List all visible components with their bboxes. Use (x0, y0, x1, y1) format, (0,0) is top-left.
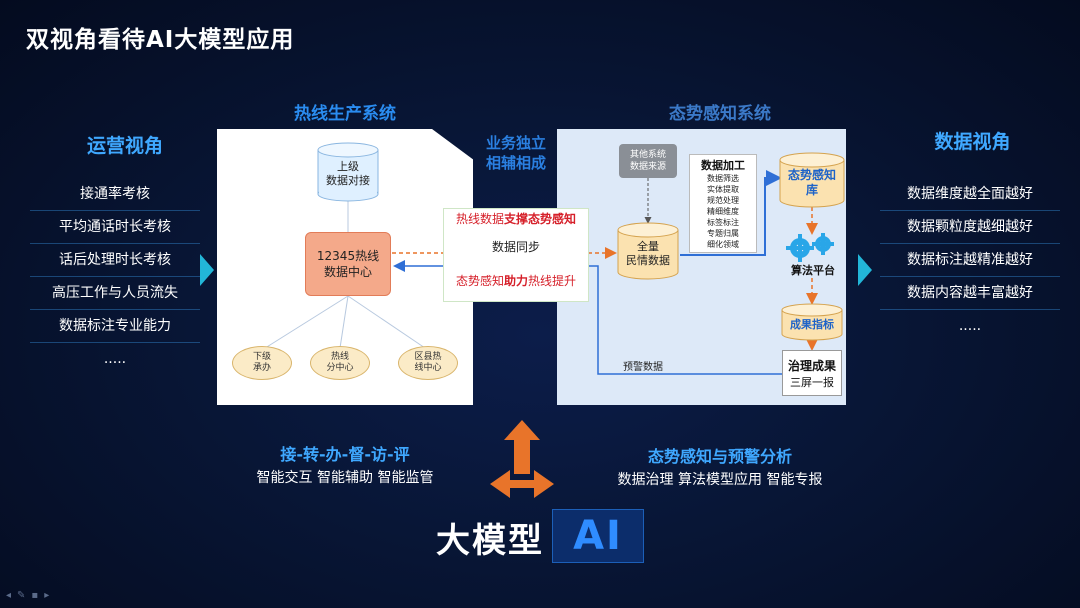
indicator-label: 成果指标 (790, 318, 834, 331)
left-view-list: 接通率考核 平均通话时长考核 话后处理时长考核 高压工作与人员流失 数据标注专业… (30, 178, 200, 376)
menu-icon[interactable]: ▪ (31, 590, 45, 601)
link-line (261, 295, 349, 351)
boost-text-c: 热线提升 (528, 274, 577, 288)
next-icon[interactable]: ▸ (44, 590, 56, 601)
double-arrow-icon (490, 420, 554, 498)
governance-result-box: 治理成果 三屏一报 (782, 350, 842, 396)
boost-text-a: 态势感知 (455, 274, 504, 288)
middle-label-line: 业务独立 (485, 134, 546, 152)
list-item: 数据标注专业能力 (30, 310, 200, 343)
gear-icon (786, 233, 834, 262)
right-caption-title: 态势感知与预警分析 (647, 447, 792, 466)
db-line: 态势感知 (787, 168, 836, 182)
processing-item: 专题归属 (707, 229, 739, 238)
logo-ai: AI (552, 509, 644, 563)
other-source-box: 其他系统 数据来源 (619, 144, 677, 178)
list-item: 接通率考核 (30, 178, 200, 211)
warning-data-label: 预警数据 (623, 362, 663, 373)
result-title: 治理成果 (787, 358, 836, 373)
source-line: 其他系统 (629, 150, 666, 160)
left-caption-sub: 智能交互 智能辅助 智能监管 (256, 470, 434, 486)
slide-title: 双视角看待AI大模型应用 (26, 27, 295, 53)
right-caption-sub: 数据治理 算法模型应用 智能专报 (617, 472, 823, 488)
link-line (339, 295, 349, 349)
middle-label: 业务独立 相辅相成 (476, 133, 556, 173)
support-text-b: 支撑态势感知 (504, 212, 577, 226)
boost-line: 态势感知助力热线提升 (443, 272, 589, 289)
processing-item: 精细维度 (707, 207, 739, 216)
situation-db-label: 态势感知 库 (780, 168, 844, 198)
slide-controls[interactable]: ◂✎▪▸ (6, 590, 55, 601)
link-line (347, 295, 429, 351)
node-line: 承办 (252, 363, 271, 373)
processing-item: 细化领域 (707, 240, 739, 249)
indicator-cylinder-icon (781, 303, 843, 341)
data-center-line: 12345热线 (316, 249, 380, 263)
list-item: 平均通话时长考核 (30, 211, 200, 244)
db-line: 库 (805, 183, 818, 197)
right-arrow-icon (858, 254, 872, 286)
list-item: 数据维度越全面越好 (880, 178, 1060, 211)
pen-icon[interactable]: ✎ (17, 590, 32, 601)
boost-text-b: 助力 (503, 274, 528, 288)
full-data-line: 民情数据 (626, 254, 670, 267)
list-item: ..... (103, 351, 127, 367)
list-item: 高压工作与人员流失 (30, 277, 200, 310)
result-sub: 三屏一报 (790, 375, 834, 389)
full-data-line: 全量 (637, 240, 659, 253)
prev-icon[interactable]: ◂ (6, 590, 18, 601)
hotline-data-center: 12345热线 数据中心 (305, 232, 391, 296)
left-caption-title: 接-转-办-督-访-评 (280, 445, 410, 464)
node-line: 下级 (252, 352, 271, 362)
data-center-line: 数据中心 (323, 265, 372, 279)
middle-relation-box (443, 208, 589, 302)
processing-item: 数据筛选 (707, 174, 739, 183)
upper-data-label: 上级 数据对接 (318, 160, 378, 188)
source-line: 数据来源 (629, 162, 666, 172)
support-text-a: 热线数据 (455, 212, 504, 226)
node-district-center: 区县热 线中心 (398, 346, 458, 380)
left-arrow-icon (200, 254, 214, 286)
db-arrow (680, 170, 782, 256)
full-data-cylinder-icon (617, 222, 679, 280)
upper-data-line: 上级 (337, 160, 359, 173)
hotline-system-title: 热线生产系统 (294, 104, 396, 124)
node-lower-handling: 下级 承办 (232, 346, 292, 380)
list-item: 话后处理时长考核 (30, 244, 200, 277)
node-line: 线中心 (414, 363, 442, 373)
algorithm-platform-label: 算法平台 (791, 264, 835, 277)
node-line: 热线 (330, 352, 349, 362)
left-view-title: 运营视角 (86, 135, 163, 157)
upper-data-cylinder-icon (317, 142, 379, 202)
list-item: 数据内容越丰富越好 (880, 277, 1060, 310)
middle-label-line: 相辅相成 (485, 154, 546, 172)
processing-item: 规范处理 (707, 196, 739, 205)
situation-system-title: 态势感知系统 (669, 104, 771, 124)
upper-data-line: 数据对接 (326, 174, 370, 187)
full-data-label: 全量 民情数据 (618, 240, 678, 268)
processing-item: 标签标注 (707, 218, 739, 227)
sync-label: 数据同步 (491, 240, 540, 254)
data-processing-box: 数据加工 数据筛选 实体提取 规范处理 精细维度 标签标注 专题归属 细化领域 (689, 154, 757, 253)
large-model-ai-logo: 大模型 AI (430, 507, 650, 565)
list-item: 数据标注越精准越好 (880, 244, 1060, 277)
right-view-title: 数据视角 (934, 131, 1011, 153)
logo-text: 大模型 (436, 521, 544, 561)
node-sub-center: 热线 分中心 (310, 346, 370, 380)
support-line: 热线数据支撑态势感知 (443, 210, 589, 227)
list-item: ..... (958, 318, 982, 334)
node-line: 区县热 (414, 352, 442, 362)
list-item: 数据颗粒度越细越好 (880, 211, 1060, 244)
processing-item: 实体提取 (707, 185, 739, 194)
situation-db-cylinder-icon (779, 152, 845, 208)
right-view-list: 数据维度越全面越好 数据颗粒度越细越好 数据标注越精准越好 数据内容越丰富越好 … (880, 178, 1060, 343)
node-line: 分中心 (326, 363, 354, 373)
processing-title: 数据加工 (701, 159, 745, 172)
